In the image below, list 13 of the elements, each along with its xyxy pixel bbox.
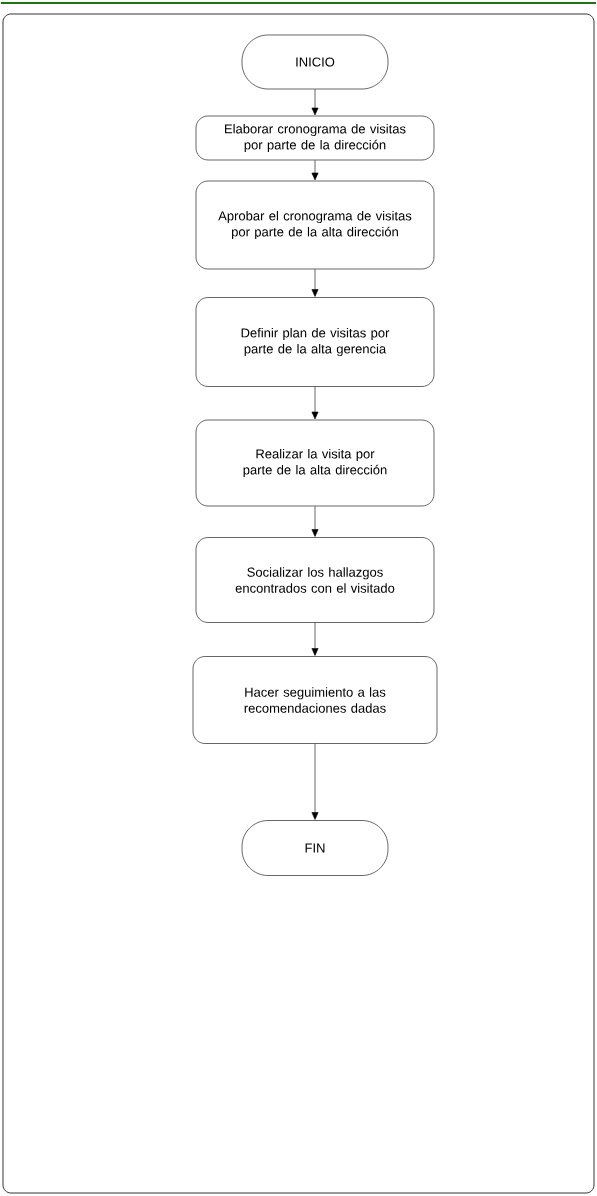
process-box: Realizar la visita por parte de la alta dirección (195, 419, 435, 507)
arrow (311, 89, 319, 116)
process-box: Elaborar cronograma de visitas por parte de la dirección (195, 115, 435, 161)
arrow (311, 506, 319, 537)
arrow (311, 743, 319, 820)
arrow (311, 622, 319, 656)
process-box: Definir plan de visitas por parte de la alta gerencia (195, 297, 435, 387)
arrow (311, 386, 319, 420)
process-box: Hacer seguimiento a las recomendaciones dadas (192, 656, 438, 744)
arrow (311, 160, 319, 181)
arrow (311, 269, 319, 297)
process-box: Aprobar el cronograma de visitas por parte de la alta dirección (195, 180, 435, 270)
process-box: Socializar los hallazgos encontrados con el visitado (195, 537, 435, 623)
